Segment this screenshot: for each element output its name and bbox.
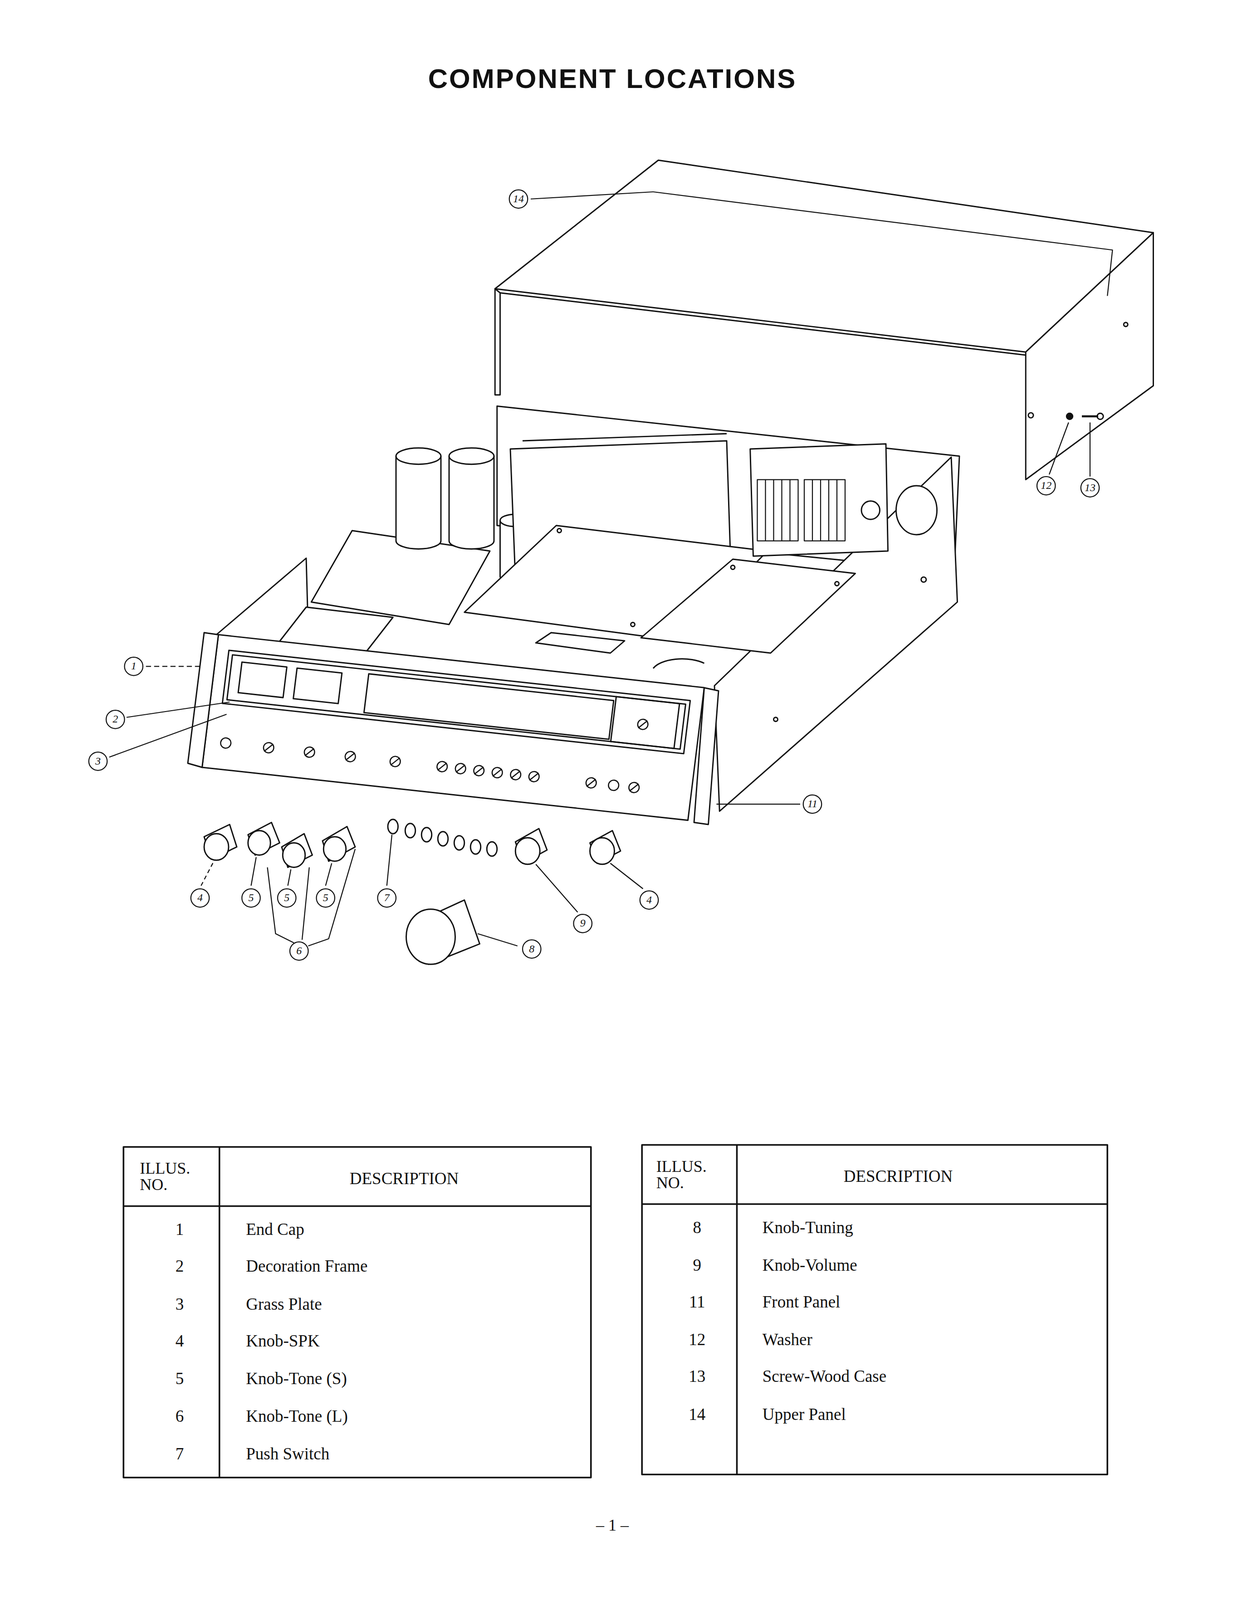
callout-number: 5 [283,891,290,905]
table-header: ILLUS. NO. [139,1160,204,1193]
table-cell: 11 [689,1292,706,1313]
table-cell: Knob-Tone (L) [245,1407,348,1427]
table-cell: 8 [693,1217,702,1238]
table-cell: Upper Panel [762,1404,846,1425]
table-cell: 1 [175,1220,185,1240]
table-cell: Knob-Tuning [762,1217,854,1238]
table-cell: Screw-Wood Case [762,1367,887,1387]
callout-number: 11 [807,797,818,811]
callout-number: 4 [646,894,652,907]
upper-panel-top [494,160,1154,353]
page-title: COMPONENT LOCATIONS [428,63,797,95]
knobs [204,819,621,965]
table-cell: Front Panel [762,1292,841,1313]
table-cell: 5 [175,1369,185,1389]
table-cell: Decoration Frame [245,1256,368,1277]
callout-number: 1 [131,660,137,673]
table-cell: Knob-SPK [245,1331,320,1351]
callout-number: 13 [1084,481,1096,495]
parts-tables [123,1145,1108,1479]
table-cell: 7 [175,1444,185,1465]
table-cell: 13 [688,1367,706,1387]
table-header: ILLUS. NO. [656,1158,720,1192]
table-cell: 3 [175,1294,185,1315]
table-cell: End Cap [245,1220,304,1240]
end-cap [694,688,719,826]
table-cell: 14 [688,1404,706,1425]
table-cell: Washer [762,1330,813,1350]
table-cell: 2 [175,1256,185,1277]
table-cell: Push Switch [245,1444,330,1465]
callout-number: 5 [322,891,329,905]
callout-number: 2 [112,713,118,726]
table-cell: Knob-Volume [762,1256,858,1276]
callout-number: 12 [1040,479,1052,493]
table-header: DESCRIPTION [843,1167,954,1187]
table-cell: 6 [175,1407,185,1427]
table-cell: Knob-Tone (S) [245,1369,347,1389]
callout-circles [88,190,1100,961]
front-panel [202,635,705,821]
callout-number: 3 [95,755,101,768]
page-number: – 1 – [596,1516,629,1536]
upper-panel-left [494,288,500,396]
callout-number: 14 [513,192,524,206]
table-cell: Grass Plate [245,1294,323,1315]
table-cell: 4 [175,1331,185,1351]
callout-number: 4 [197,891,203,905]
callout-number: 8 [528,943,535,956]
table-cell: 12 [688,1330,706,1350]
callout-number: 5 [248,891,255,905]
table-cell: 9 [693,1256,702,1276]
upper-panel-right [1025,232,1154,480]
leader-lines [109,191,1091,947]
circuit-board [640,559,856,654]
table-header: DESCRIPTION [349,1168,460,1189]
callout-number: 7 [384,891,390,905]
callout-number: 9 [580,917,586,930]
end-cap [187,632,219,768]
callout-number: 6 [296,944,302,958]
